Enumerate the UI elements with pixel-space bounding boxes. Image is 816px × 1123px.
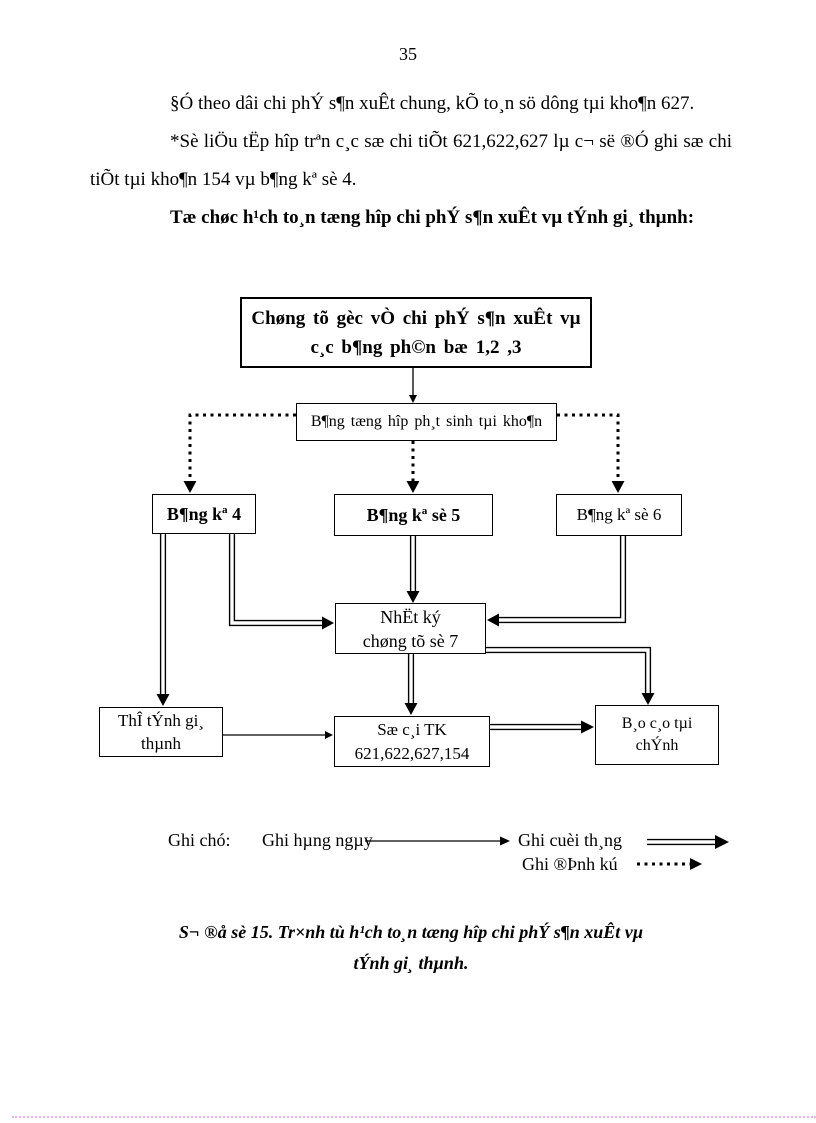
box-text-line: ThÎ tÝnh gi¸ bbox=[118, 711, 204, 730]
flowchart-box-account-summary: B¶ng tæng hîp ph¸t sinh tµi kho¶n bbox=[296, 403, 557, 441]
box-text-line: NhËt ký bbox=[380, 606, 441, 627]
flowchart-box-journal-voucher-7: NhËt ký chøng tõ sè 7 bbox=[335, 603, 486, 654]
box-text-line: Sæ c¸i TK bbox=[377, 719, 447, 739]
dotted-arrow-tonghop-to-bangke5 bbox=[406, 441, 420, 493]
flowchart-box-cost-card: ThÎ tÝnh gi¸ thµnh bbox=[99, 707, 223, 757]
box-text-line: B¶ng kª sè 6 bbox=[576, 505, 662, 524]
paragraph-detail-books: *Sè liÖu tËp hîp trªn c¸c sæ chi tiÕt 62… bbox=[90, 131, 732, 190]
legend-item-periodic: Ghi ®Þnh kú bbox=[522, 854, 618, 874]
box-text-line: chøng tõ sè 7 bbox=[362, 630, 459, 651]
caption-line: tÝnh gi¸ thµnh. bbox=[353, 953, 469, 973]
box-text-line: B¶ng tæng hîp ph¸t sinh tµi kho¶n bbox=[310, 413, 543, 430]
paragraph-heading-to-chuc: Tæ chøc h¹ch to¸n tæng hîp chi phÝ s¶n x… bbox=[170, 207, 695, 228]
box-text-line: B¶ng kª 4 bbox=[166, 503, 242, 524]
box-text-line: B¶ng kª sè 5 bbox=[366, 504, 461, 525]
dotted-arrow-tonghop-to-bangke4 bbox=[183, 413, 296, 493]
double-arrow-bangke5-to-nhatky bbox=[406, 536, 420, 603]
flowchart-box-bang-ke-5: B¶ng kª sè 5 bbox=[334, 494, 493, 536]
box-text-line: B¸o c¸o tµi bbox=[621, 715, 693, 732]
box-text-line: thµnh bbox=[140, 734, 182, 753]
flowchart-box-bang-ke-4: B¶ng kª 4 bbox=[152, 494, 256, 534]
double-arrow-bangke4-to-nhatky bbox=[228, 534, 334, 630]
legend-item-monthly: Ghi cuèi th¸ng bbox=[518, 830, 622, 850]
flowchart-box-financial-report: B¸o c¸o tµi chÝnh bbox=[595, 705, 719, 765]
box-text-line: chÝnh bbox=[635, 737, 679, 754]
flowchart-box-general-ledger: Sæ c¸i TK 621,622,627,154 bbox=[334, 716, 490, 767]
arrow-chungtu-to-tonghop bbox=[409, 368, 417, 403]
page-bottom-dotted-rule bbox=[12, 1116, 816, 1118]
box-text-line: 621,622,627,154 bbox=[354, 743, 470, 763]
legend-title: Ghi chó: bbox=[168, 830, 231, 850]
paragraph-account-627: §Ó theo dâi chi phÝ s¶n xuÊt chung, kÕ t… bbox=[170, 93, 695, 114]
double-arrow-nhatky-to-socai bbox=[404, 654, 418, 715]
legend-periodic-arrow bbox=[637, 858, 702, 870]
page-number: 35 bbox=[399, 44, 417, 64]
diagram-caption: S¬ ®å sè 15. Tr×nh tù h¹ch to¸n tæng hîp… bbox=[90, 917, 732, 979]
arrow-the-to-socai bbox=[223, 731, 333, 739]
double-arrow-bangke6-to-nhatky bbox=[487, 536, 627, 627]
double-arrow-nhatky-to-baocao bbox=[486, 646, 655, 705]
dotted-arrow-tonghop-to-bangke6 bbox=[557, 413, 625, 493]
body-text: §Ó theo dâi chi phÝ s¶n xuÊt chung, kÕ t… bbox=[90, 85, 732, 237]
double-arrow-socai-to-baocao bbox=[490, 720, 594, 734]
legend-monthly-arrow bbox=[647, 835, 729, 849]
legend-item-daily: Ghi hµng ngµy bbox=[262, 830, 373, 850]
flowchart-box-bang-ke-6: B¶ng kª sè 6 bbox=[556, 494, 682, 536]
box-text-line: Chøng tõ gèc vÒ chi phÝ s¶n xuÊt vµ bbox=[251, 307, 581, 329]
double-arrow-bangke4-to-the bbox=[156, 534, 170, 706]
legend-daily-arrow bbox=[365, 836, 510, 846]
caption-line: S¬ ®å sè 15. Tr×nh tù h¹ch to¸n tæng hîp… bbox=[178, 922, 644, 942]
flowchart-box-source-documents: Chøng tõ gèc vÒ chi phÝ s¶n xuÊt vµ c¸c … bbox=[240, 297, 592, 368]
box-text-line: c¸c b¶ng ph©n bæ 1,2 ,3 bbox=[310, 336, 522, 358]
